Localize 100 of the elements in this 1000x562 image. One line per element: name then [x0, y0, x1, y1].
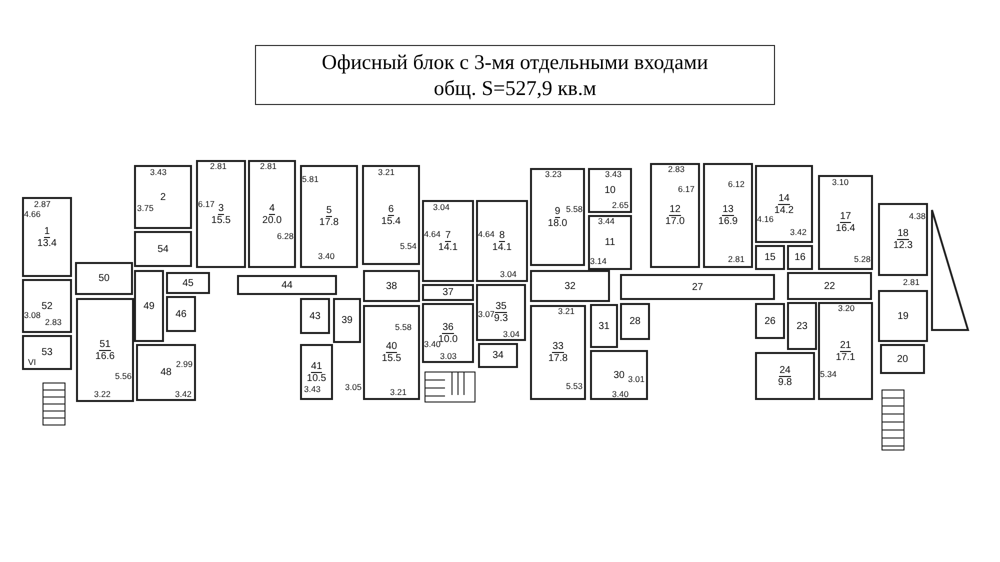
dimension-label: 5.58: [566, 205, 583, 214]
dimension-label: 5.58: [395, 323, 412, 332]
room: [476, 200, 528, 282]
room: [755, 303, 785, 339]
room-number: 46: [175, 308, 187, 320]
room-area: 17.8: [548, 353, 568, 364]
dimension-label: 3.40: [424, 340, 441, 349]
room-number: 54: [157, 244, 169, 254]
room: [588, 168, 632, 213]
room-number: 35: [495, 301, 507, 313]
room-number: 16: [794, 252, 806, 263]
room-number: 4: [269, 202, 275, 214]
dimension-label: 3.04: [503, 330, 520, 339]
room: [300, 344, 333, 400]
room: [363, 270, 420, 302]
room: [22, 279, 72, 333]
room-number: 44: [281, 280, 293, 290]
room: [363, 305, 420, 400]
room-number: 50: [98, 273, 110, 284]
room-area: 17.1: [836, 352, 856, 362]
room-area: 15.5: [211, 214, 231, 226]
title-text: Офисный блок с 3-мя отдельными входами общ. S=527,9 кв.м: [255, 45, 775, 105]
dimension-label: 3.22: [94, 390, 111, 399]
room-area: 9.3: [494, 313, 508, 324]
dimension-label: 4.38: [909, 212, 926, 221]
dimension-label: 3.21: [378, 168, 395, 177]
room: [422, 284, 474, 301]
dimension-label: 3.08: [24, 311, 41, 320]
room-area: 14.1: [492, 242, 512, 252]
room: [196, 160, 246, 268]
room-number: 40: [386, 341, 398, 353]
room: [22, 197, 72, 277]
dimension-label: 2.83: [668, 165, 685, 174]
room: [818, 175, 873, 270]
room-number: 26: [764, 316, 776, 326]
dimension-label: 3.14: [590, 257, 607, 266]
room: [166, 296, 196, 332]
room: [620, 303, 650, 340]
room-area: 16.9: [718, 216, 738, 227]
room: [478, 343, 518, 368]
dimension-label: 3.23: [545, 170, 562, 179]
dimension-label: 3.21: [558, 307, 575, 316]
room-number: 21: [840, 340, 852, 352]
room-area: 16.6: [95, 350, 115, 362]
dimension-label: 2.87: [34, 200, 51, 209]
room: [755, 352, 815, 400]
room-area: 14.1: [438, 242, 458, 252]
room: [787, 272, 872, 300]
dimension-label: 5.53: [566, 382, 583, 391]
room-number: 17: [840, 211, 852, 223]
room: [650, 163, 700, 268]
dimension-label: 2.81: [210, 162, 227, 171]
room: [166, 272, 210, 294]
room-number: 1: [44, 226, 50, 238]
room-number: 2: [160, 192, 166, 202]
room-number: 11: [604, 237, 616, 248]
dimension-label: 3.43: [304, 385, 321, 394]
room-number: 6: [388, 204, 394, 216]
room: [476, 284, 526, 341]
dimension-label: 6.12: [728, 180, 745, 189]
room: [75, 262, 133, 295]
room: [880, 344, 925, 374]
dimension-label: 3.07: [478, 310, 495, 319]
room-number: 24: [779, 364, 791, 376]
room: [76, 298, 134, 402]
room-number: 33: [552, 341, 564, 353]
dimension-label: VI: [28, 358, 36, 367]
dimension-label: 2.81: [728, 255, 745, 264]
room-number: 37: [442, 287, 454, 298]
room-number: 49: [143, 300, 155, 312]
room: [134, 231, 192, 267]
room: [422, 200, 474, 282]
room: [22, 335, 72, 370]
room-area: 12.3: [893, 240, 913, 251]
dimension-label: 3.10: [832, 178, 849, 187]
room: [878, 290, 928, 342]
room-number: 8: [499, 230, 505, 242]
room-number: 32: [564, 280, 576, 292]
room-number: 22: [824, 280, 836, 292]
room: [755, 165, 813, 243]
room-area: 18.0: [548, 218, 568, 228]
room: [787, 302, 817, 350]
room-area: 15.5: [382, 353, 402, 364]
dimension-label: 3.40: [612, 390, 629, 399]
room: [248, 160, 296, 268]
dimension-label: 3.04: [433, 203, 450, 212]
room: [530, 305, 586, 400]
room: [530, 168, 585, 266]
dimension-label: 3.42: [175, 390, 192, 399]
dimension-label: 4.64: [478, 230, 495, 239]
room-number: 7: [445, 230, 451, 242]
dimension-label: 3.43: [150, 168, 167, 177]
dimension-label: 3.75: [137, 204, 154, 213]
room-number: 13: [722, 204, 734, 216]
dimension-label: 4.66: [24, 210, 41, 219]
room: [818, 302, 873, 400]
dimension-label: 3.42: [790, 228, 807, 237]
room-area: 9.8: [778, 376, 792, 388]
dimension-label: 3.04: [500, 270, 517, 279]
dimension-label: 2.81: [903, 278, 920, 287]
